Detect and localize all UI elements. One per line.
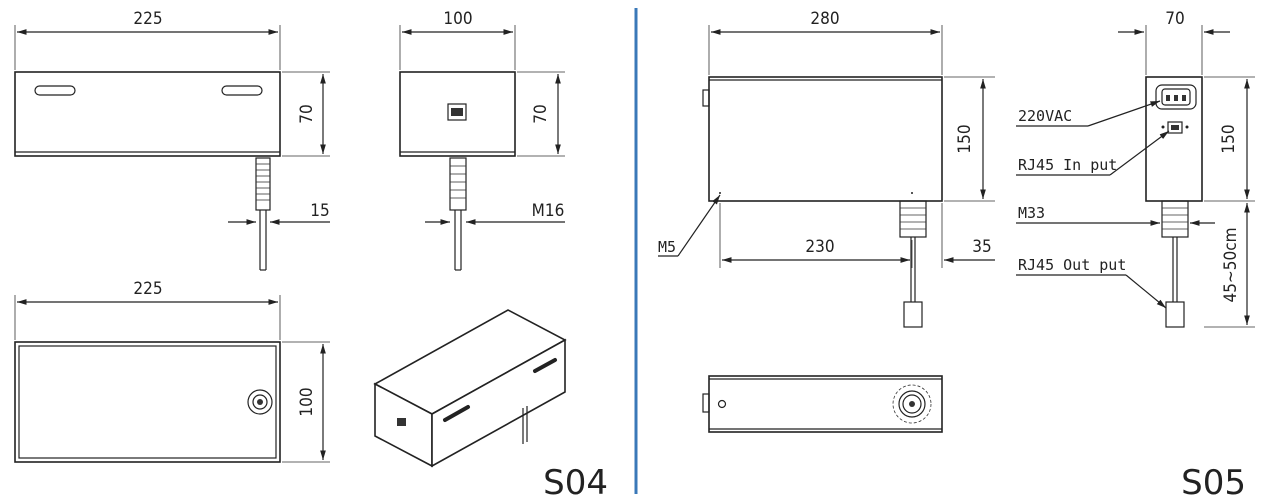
s05-screw-label: M5	[658, 238, 676, 256]
s05-front-body	[708, 76, 943, 202]
s04-slot-left	[34, 85, 76, 96]
s04-rj45-port	[447, 103, 467, 121]
s05-front-view: 280 150 230 35 M5	[658, 9, 995, 328]
s05-bottom-view	[702, 375, 943, 433]
s04-cable-offset-dim: 15	[310, 201, 329, 221]
s05-model-label: S05	[1181, 463, 1246, 502]
s04-isometric-view	[373, 309, 567, 468]
s04-side-view: 100 70 M16	[399, 9, 565, 271]
s05-connector-offset-dim: 35	[972, 237, 991, 257]
s05-front-height-dim: 150	[955, 124, 975, 153]
s04-gland-top-icon	[247, 389, 273, 415]
s05-cable-length-dim: 45~50cm	[1221, 227, 1241, 302]
s05-hole-spacing-dim: 230	[805, 237, 834, 257]
s05-rj45-in-label: RJ45 In put	[1018, 156, 1117, 174]
s04-top-body	[14, 341, 281, 463]
s04-side-width-dim: 100	[443, 9, 472, 29]
s05-power-label: 220VAC	[1018, 107, 1072, 125]
s04-side-height-dim: 70	[531, 104, 551, 123]
s05-rj45-out-plug	[1165, 301, 1185, 328]
s04-thread-dim: M16	[532, 201, 565, 221]
s04-slot-right	[221, 85, 263, 96]
s04-side-gland	[449, 157, 467, 211]
s04-top-width-dim: 225	[133, 279, 162, 299]
s04-front-height-dim: 70	[297, 104, 317, 123]
s05-front-rj45-plug	[903, 301, 923, 328]
s05-side-gland	[1161, 200, 1189, 238]
s05-rj45-in-port	[1167, 121, 1183, 134]
s05-bottom-body	[708, 375, 943, 433]
s05-rj45-out-label: RJ45 Out put	[1018, 256, 1126, 274]
s05-front-gland	[899, 200, 927, 238]
s05-power-socket-icon	[1155, 84, 1197, 110]
s05-side-width-dim: 70	[1165, 9, 1184, 29]
s04-top-view: 225 100	[14, 279, 330, 463]
s05-front-width-dim: 280	[810, 9, 839, 29]
s05-side-view: 70 150 45~50cm 220VAC RJ45 In put	[1016, 9, 1255, 328]
s04-model-label: S04	[543, 463, 608, 502]
s04-front-view: 225 70 15	[14, 9, 330, 271]
s04-top-depth-dim: 100	[297, 387, 317, 416]
s04-front-width-dim: 225	[133, 9, 162, 29]
s04-front-body	[14, 71, 281, 157]
s05-thread-label: M33	[1018, 204, 1045, 222]
s05-bottom-connector-icon	[892, 384, 932, 424]
s04-cable-gland	[255, 157, 271, 211]
s05-side-height-dim: 150	[1219, 124, 1239, 153]
